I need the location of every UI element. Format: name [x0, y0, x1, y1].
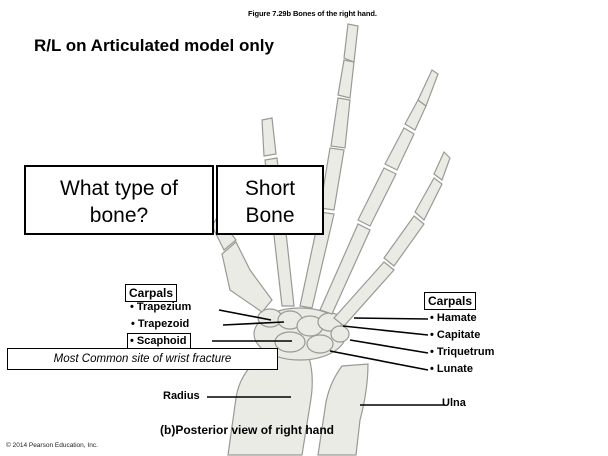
- question-line-1: What type of: [26, 175, 212, 202]
- carpals-right-header: Carpals: [424, 292, 476, 310]
- answer-box: Short Bone: [216, 165, 324, 235]
- label-hamate: • Hamate: [430, 312, 477, 325]
- carpals-left-header: Carpals: [125, 284, 177, 302]
- label-radius: Radius: [163, 390, 200, 403]
- slide-title: R/L on Articulated model only: [34, 36, 274, 56]
- fracture-note-box: Most Common site of wrist fracture: [7, 348, 278, 370]
- label-trapezium: • Trapezium: [130, 301, 191, 314]
- figure-caption: Figure 7.29b Bones of the right hand.: [248, 9, 377, 18]
- answer-line-2: Bone: [218, 202, 322, 229]
- view-caption: (b)Posterior view of right hand: [160, 423, 334, 437]
- question-line-2: bone?: [26, 202, 212, 229]
- label-trapezoid: • Trapezoid: [131, 318, 189, 331]
- question-box: What type of bone?: [24, 165, 214, 235]
- label-triquetrum: • Triquetrum: [430, 346, 494, 359]
- label-lunate: • Lunate: [430, 363, 473, 376]
- answer-line-1: Short: [218, 175, 322, 202]
- copyright-notice: © 2014 Pearson Education, Inc.: [6, 442, 98, 449]
- label-capitate: • Capitate: [430, 329, 480, 342]
- label-ulna: Ulna: [442, 397, 466, 410]
